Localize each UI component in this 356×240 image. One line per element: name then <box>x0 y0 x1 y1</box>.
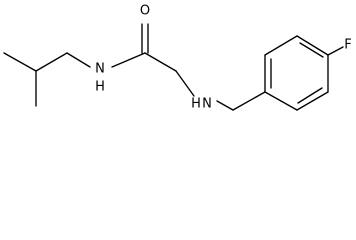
amine-nitrogen-label: N <box>202 97 212 112</box>
fluorophenyl-ring <box>264 35 344 111</box>
atom-labels: O N H H N F <box>95 4 352 112</box>
ring-bond-3 <box>296 35 329 56</box>
ring-inner-double-bond-top <box>299 42 324 58</box>
amide-hydrogen-label: H <box>95 80 105 95</box>
ring-inner-double-bond-bottom <box>297 87 323 104</box>
fluorine-label: F <box>344 38 351 53</box>
isobutyl-group <box>3 52 91 107</box>
benzyl-group <box>216 91 266 111</box>
bond-benzyl-ch2-to-ring <box>232 91 266 111</box>
ring-bond-2 <box>264 35 298 56</box>
bond-ch2-to-amide-n <box>66 52 91 68</box>
bond-amine-n-to-benzyl-ch2 <box>216 100 234 111</box>
bond-methyl-upper-to-branch <box>3 52 37 72</box>
amine-hydrogen-label: H <box>191 97 201 112</box>
bond-branch-to-ch2 <box>35 52 68 72</box>
bond-alpha-carbon-to-amine-n <box>175 70 195 97</box>
oxygen-label: O <box>140 4 150 19</box>
ring-bond-5 <box>296 91 329 111</box>
ring-bond-6 <box>264 91 298 111</box>
bond-ring-to-fluorine <box>327 46 344 56</box>
molecule-diagram: O N H H N F <box>3 4 352 112</box>
bond-carbonyl-to-alpha-carbon <box>144 52 177 72</box>
amide-group <box>111 23 195 97</box>
bond-amide-n-to-carbonyl <box>111 52 146 68</box>
amide-nitrogen-label: N <box>95 62 105 77</box>
